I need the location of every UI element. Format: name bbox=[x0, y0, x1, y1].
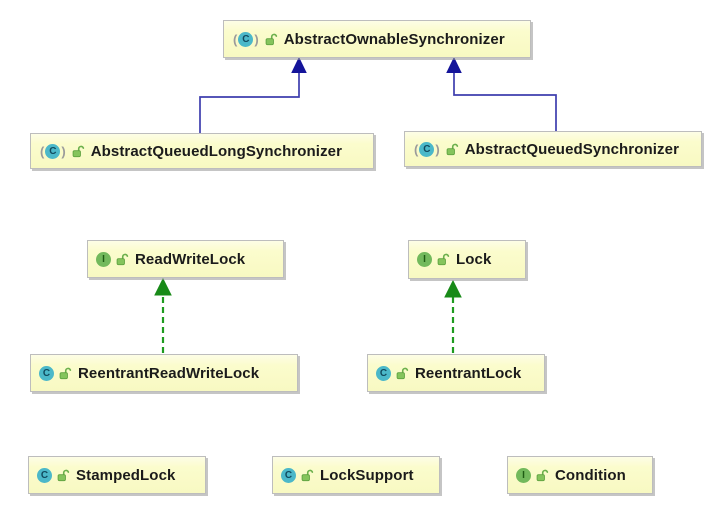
class-name-label: AbstractOwnableSynchronizer bbox=[283, 30, 505, 48]
public-lock-icon bbox=[57, 469, 70, 481]
edge-implements-rl-to-lock[interactable] bbox=[444, 279, 462, 353]
class-badge: C bbox=[39, 365, 54, 381]
interface-badge: I bbox=[417, 252, 432, 267]
class-node-lock-support[interactable]: C LockSupport bbox=[272, 456, 440, 494]
class-name-label: LockSupport bbox=[320, 466, 414, 484]
interface-name-label: Condition bbox=[555, 466, 626, 484]
extends-arrowhead bbox=[291, 56, 307, 73]
class-icon: C bbox=[281, 467, 296, 483]
interface-node-condition[interactable]: I Condition bbox=[507, 456, 653, 494]
interface-node-lock[interactable]: I Lock bbox=[408, 240, 526, 279]
abstract-paren-left: ( bbox=[414, 141, 419, 157]
interface-name-label: Lock bbox=[456, 251, 492, 268]
class-node-abstract-queued-synchronizer[interactable]: ( C ) AbstractQueuedSynchronizer bbox=[404, 131, 702, 167]
class-name-label: ReentrantReadWriteLock bbox=[78, 364, 260, 382]
interface-badge: I bbox=[516, 467, 531, 483]
abstract-paren-left: ( bbox=[40, 143, 45, 159]
class-name-label: ReentrantLock bbox=[415, 364, 522, 382]
public-lock-icon bbox=[437, 253, 450, 266]
implements-arrowhead bbox=[154, 277, 172, 296]
class-badge: C bbox=[45, 143, 61, 159]
interface-icon: I bbox=[516, 467, 531, 483]
class-icon: C bbox=[39, 365, 54, 381]
class-badge: C bbox=[419, 141, 435, 157]
class-node-reentrant-read-write-lock[interactable]: C ReentrantReadWriteLock bbox=[30, 354, 298, 392]
public-lock-icon bbox=[446, 143, 458, 155]
class-node-abstract-ownable-synchronizer[interactable]: ( C ) AbstractOwnableSynchronizer bbox=[223, 20, 531, 58]
class-node-abstract-queued-long-synchronizer[interactable]: ( C ) AbstractQueuedLongSynchronizer bbox=[30, 133, 374, 169]
abstract-paren-right: ) bbox=[254, 31, 259, 47]
abstract-paren-right: ) bbox=[61, 143, 66, 159]
interface-name-label: ReadWriteLock bbox=[135, 250, 246, 268]
extends-arrowhead bbox=[446, 56, 462, 73]
class-node-stamped-lock[interactable]: C StampedLock bbox=[28, 456, 206, 494]
interface-badge: I bbox=[96, 251, 111, 267]
edge-extends-aqls-to-aos[interactable] bbox=[199, 56, 307, 133]
class-badge: C bbox=[281, 467, 296, 483]
abstract-paren-left: ( bbox=[233, 31, 238, 47]
interface-icon: I bbox=[96, 251, 111, 267]
class-icon: C bbox=[37, 467, 52, 483]
implements-arrowhead bbox=[444, 279, 462, 298]
public-lock-icon bbox=[396, 367, 409, 379]
abstract-paren-right: ) bbox=[435, 141, 440, 157]
class-icon: C bbox=[376, 365, 391, 381]
class-name-label: StampedLock bbox=[76, 466, 176, 484]
abstract-class-icon: ( C ) bbox=[232, 31, 260, 47]
abstract-class-icon: ( C ) bbox=[413, 141, 441, 157]
public-lock-icon bbox=[116, 253, 129, 265]
class-name-label: AbstractQueuedSynchronizer bbox=[464, 140, 680, 158]
abstract-class-icon: ( C ) bbox=[39, 143, 67, 159]
edge-implements-rrwl-to-rwl[interactable] bbox=[154, 277, 172, 353]
interface-node-read-write-lock[interactable]: I ReadWriteLock bbox=[87, 240, 284, 278]
edge-extends-aqs-to-aos[interactable] bbox=[446, 56, 557, 131]
class-badge: C bbox=[37, 467, 52, 483]
public-lock-icon bbox=[536, 469, 549, 481]
class-node-reentrant-lock[interactable]: C ReentrantLock bbox=[367, 354, 545, 392]
class-badge: C bbox=[376, 365, 391, 381]
class-name-label: AbstractQueuedLongSynchronizer bbox=[90, 142, 343, 160]
class-badge: C bbox=[238, 31, 254, 47]
interface-icon: I bbox=[417, 252, 432, 267]
public-lock-icon bbox=[72, 145, 84, 157]
public-lock-icon bbox=[265, 33, 277, 45]
public-lock-icon bbox=[301, 469, 314, 481]
public-lock-icon bbox=[59, 367, 72, 379]
